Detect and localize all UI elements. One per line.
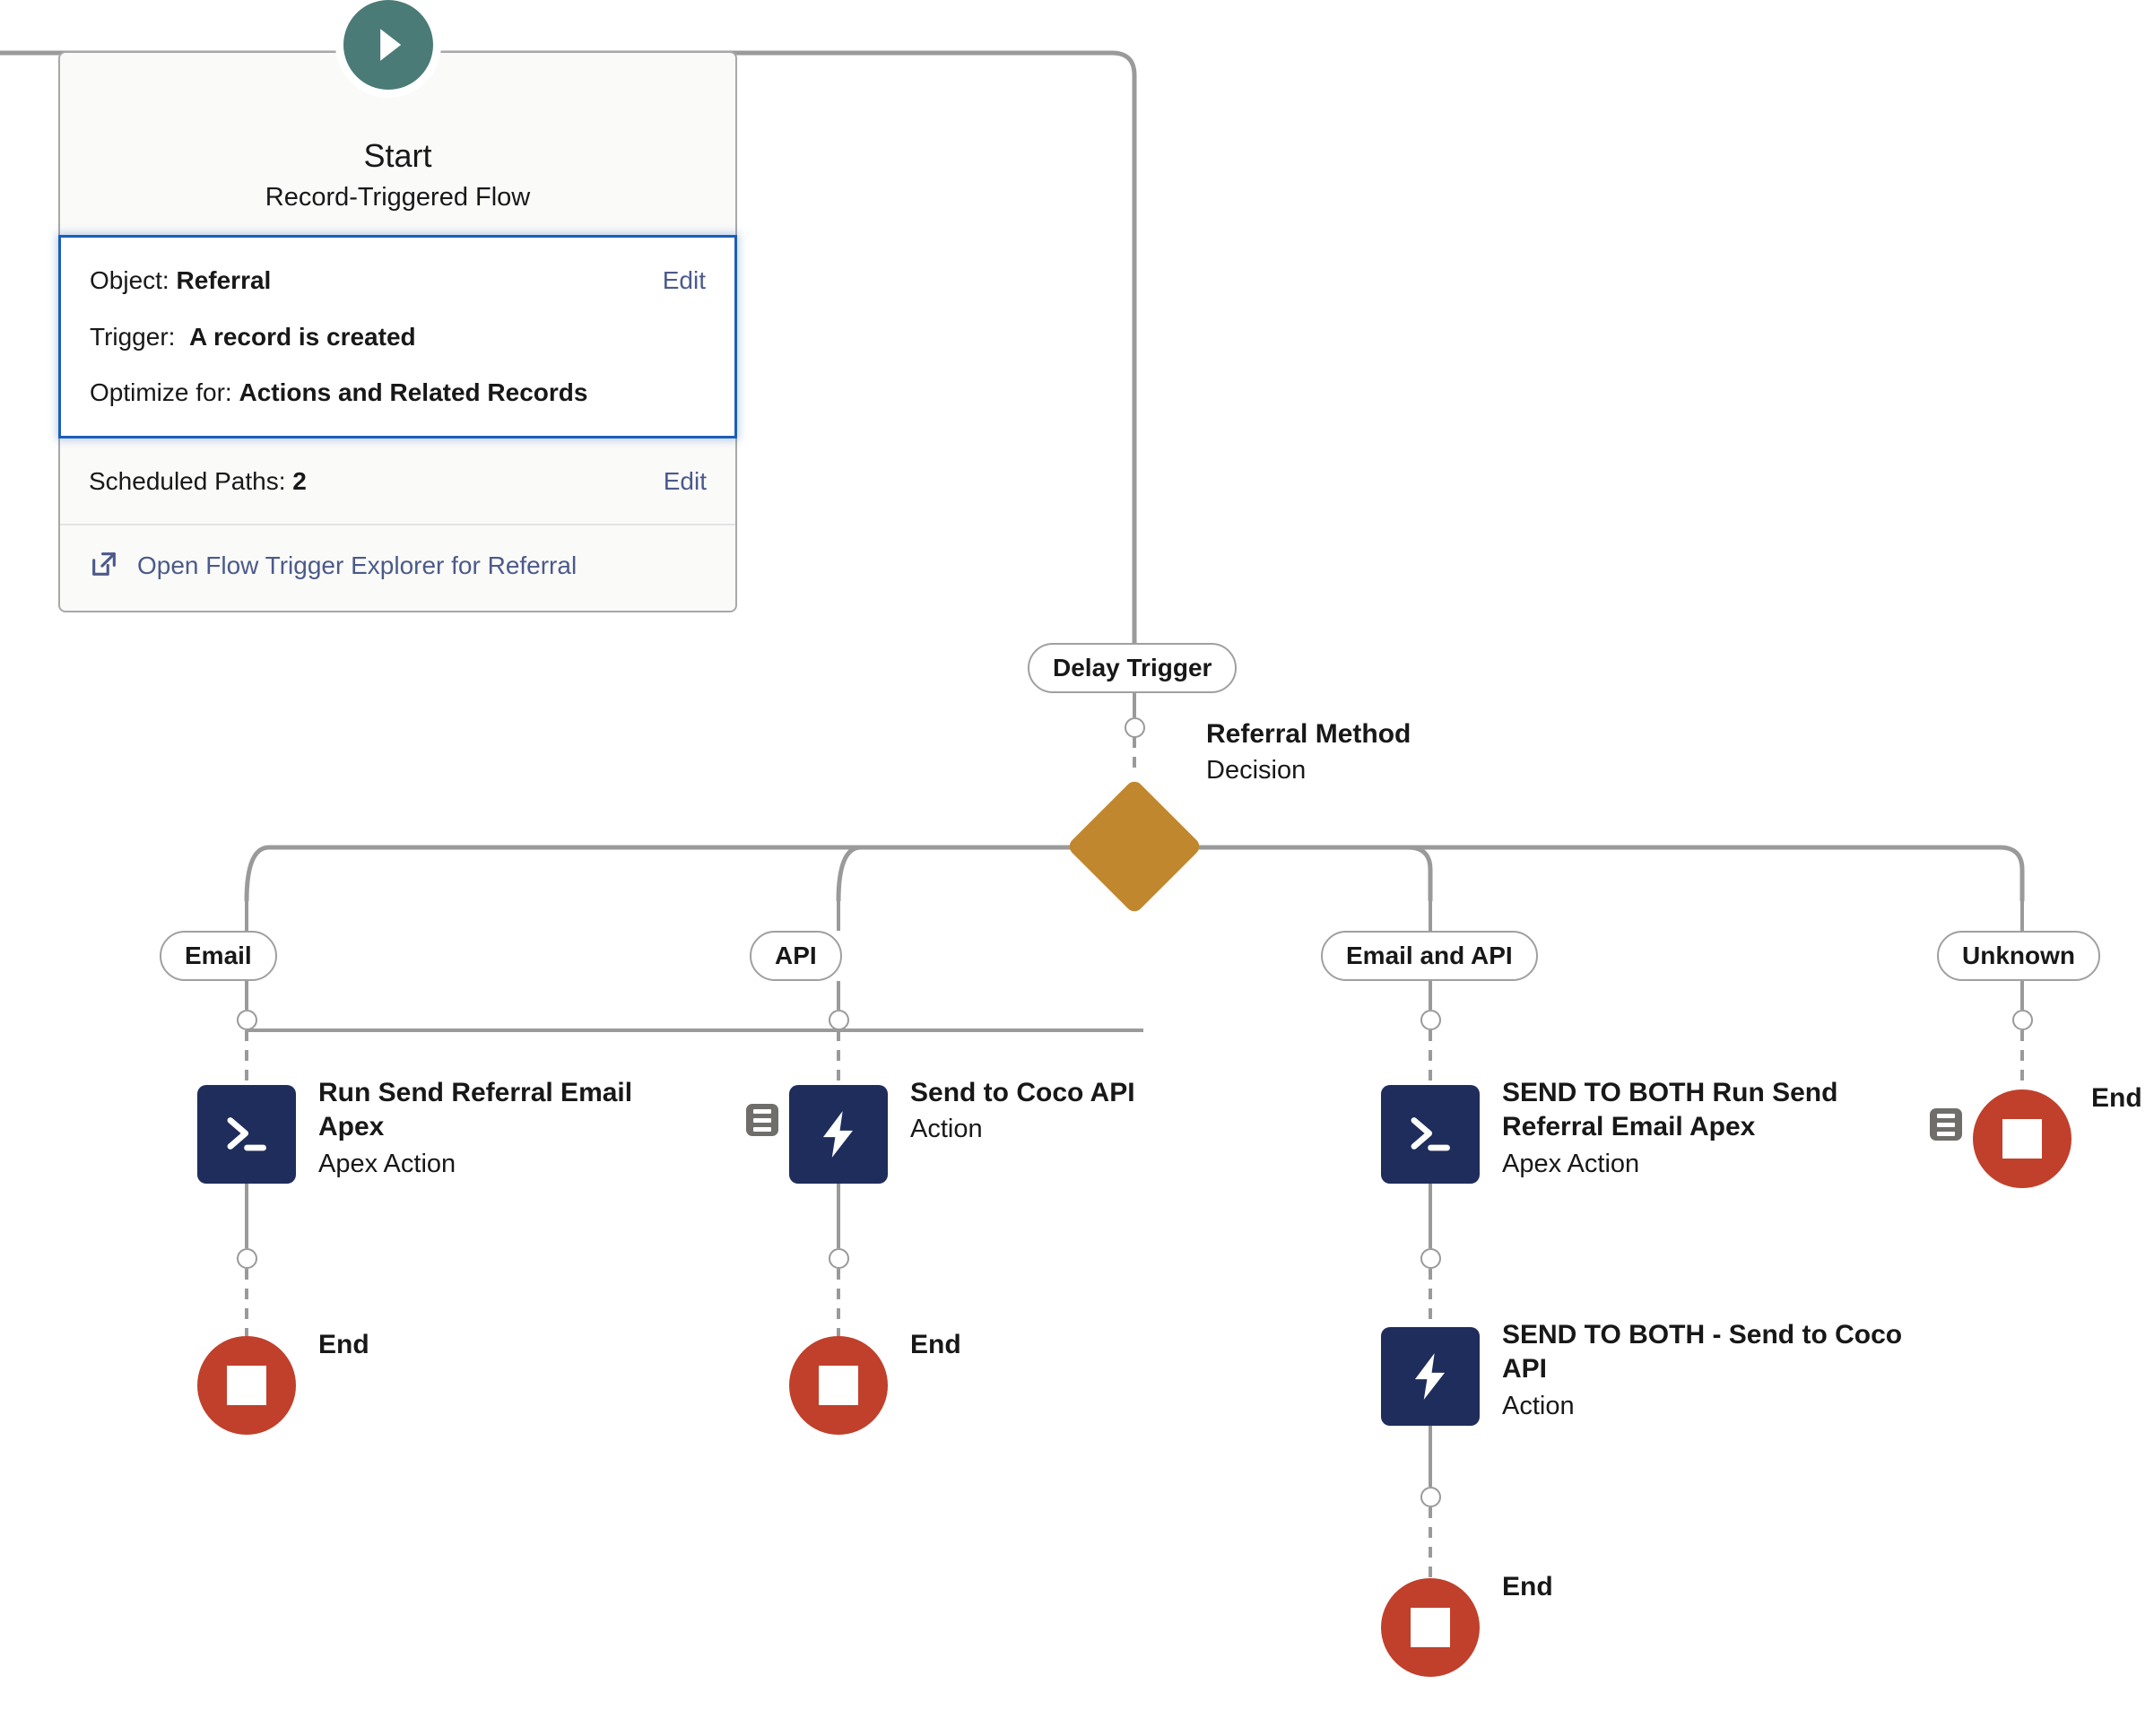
notes-bar bbox=[1937, 1122, 1955, 1127]
trigger-optimize-text: Optimize for: Actions and Related Record… bbox=[90, 377, 587, 409]
connector-dot-api-1[interactable] bbox=[829, 1010, 849, 1030]
trigger-condition-text: Trigger: A record is created bbox=[90, 321, 416, 353]
end-stop-icon bbox=[819, 1366, 858, 1405]
node-label-send-to-both-apex[interactable]: SEND TO BOTH Run Send Referral Email Ape… bbox=[1502, 1076, 1888, 1181]
trigger-optimize-label: Optimize for: bbox=[90, 378, 232, 406]
trigger-row-optimize: Optimize for: Actions and Related Record… bbox=[90, 377, 706, 409]
trigger-condition-value: A record is created bbox=[189, 322, 416, 351]
connector-dot-decision[interactable] bbox=[1125, 717, 1145, 738]
connector-dot-email-1[interactable] bbox=[237, 1010, 257, 1030]
branch-pill-unknown[interactable]: Unknown bbox=[1937, 931, 2100, 981]
action-bolt-icon[interactable] bbox=[789, 1085, 888, 1184]
node-subtitle: Action bbox=[910, 1115, 983, 1144]
connector-dot-unknown-1[interactable] bbox=[2012, 1010, 2033, 1030]
connector-dot-both-1[interactable] bbox=[1420, 1010, 1441, 1030]
end-label-both[interactable]: End bbox=[1502, 1572, 1553, 1601]
notes-badge-icon-api[interactable] bbox=[746, 1104, 778, 1136]
start-node[interactable]: Start Record-Triggered Flow Object: Refe… bbox=[58, 51, 737, 612]
edit-scheduled-paths-link[interactable]: Edit bbox=[663, 467, 707, 496]
end-node-api[interactable] bbox=[789, 1336, 888, 1435]
end-node-unknown[interactable] bbox=[1973, 1089, 2071, 1188]
node-title: SEND TO BOTH Run Send Referral Email Ape… bbox=[1502, 1078, 1838, 1142]
play-triangle-icon bbox=[380, 29, 402, 61]
node-label-send-to-both-coco-api[interactable]: SEND TO BOTH - Send to Coco API Action bbox=[1502, 1318, 1906, 1423]
decision-title: Referral Method bbox=[1206, 719, 1411, 749]
notes-bar bbox=[1937, 1113, 1955, 1118]
scheduled-paths-text: Scheduled Paths: 2 bbox=[89, 465, 307, 498]
external-link-icon bbox=[89, 549, 119, 584]
edit-trigger-link[interactable]: Edit bbox=[662, 266, 706, 295]
end-stop-icon bbox=[2002, 1119, 2042, 1159]
scheduled-paths-label: Scheduled Paths: bbox=[89, 467, 286, 496]
node-label-send-to-coco-api[interactable]: Send to Coco API Action bbox=[910, 1076, 1287, 1147]
notes-bar bbox=[753, 1117, 771, 1123]
delay-trigger-pill[interactable]: Delay Trigger bbox=[1028, 643, 1238, 693]
decision-subtitle: Decision bbox=[1206, 756, 1307, 786]
notes-bar bbox=[753, 1108, 771, 1114]
start-header: Start Record-Triggered Flow bbox=[60, 53, 735, 235]
trigger-config-panel[interactable]: Object: Referral Edit Trigger: A record … bbox=[58, 235, 737, 439]
end-stop-icon bbox=[227, 1366, 266, 1405]
trigger-object-value: Referral bbox=[176, 266, 272, 295]
notes-bar bbox=[1937, 1131, 1955, 1136]
action-bolt-icon[interactable] bbox=[1381, 1327, 1480, 1426]
trigger-condition-label: Trigger: bbox=[90, 322, 176, 351]
node-title: Run Send Referral Email Apex bbox=[318, 1078, 633, 1142]
decision-node[interactable] bbox=[1065, 777, 1203, 916]
notes-bar bbox=[753, 1126, 771, 1132]
trigger-optimize-value: Actions and Related Records bbox=[239, 378, 588, 406]
node-subtitle: Apex Action bbox=[318, 1149, 456, 1178]
end-label-email[interactable]: End bbox=[318, 1330, 369, 1359]
end-stop-icon bbox=[1411, 1608, 1450, 1647]
connector-dot-both-3[interactable] bbox=[1420, 1487, 1441, 1507]
scheduled-paths-row[interactable]: Scheduled Paths: 2 Edit bbox=[60, 438, 735, 525]
node-title: Send to Coco API bbox=[910, 1078, 1135, 1107]
connector-dot-email-2[interactable] bbox=[237, 1248, 257, 1269]
flow-trigger-explorer-row[interactable]: Open Flow Trigger Explorer for Referral bbox=[60, 525, 735, 611]
apex-terminal-icon[interactable] bbox=[1381, 1085, 1480, 1184]
connector-dot-api-2[interactable] bbox=[829, 1248, 849, 1269]
end-node-email[interactable] bbox=[197, 1336, 296, 1435]
end-label-api[interactable]: End bbox=[910, 1330, 961, 1359]
node-title: SEND TO BOTH - Send to Coco API bbox=[1502, 1320, 1903, 1384]
branch-pill-api[interactable]: API bbox=[750, 931, 842, 981]
flow-trigger-explorer-link[interactable]: Open Flow Trigger Explorer for Referral bbox=[137, 551, 578, 580]
trigger-object-label: Object: bbox=[90, 266, 169, 295]
end-label-unknown[interactable]: End bbox=[2091, 1083, 2142, 1113]
scheduled-paths-value: 2 bbox=[292, 467, 307, 496]
start-subtitle: Record-Triggered Flow bbox=[265, 183, 531, 212]
notes-badge-icon-unknown[interactable] bbox=[1930, 1108, 1962, 1141]
trigger-row-object: Object: Referral Edit bbox=[90, 265, 706, 297]
apex-terminal-icon[interactable] bbox=[197, 1085, 296, 1184]
node-subtitle: Apex Action bbox=[1502, 1149, 1640, 1178]
node-label-run-send-referral-email-apex[interactable]: Run Send Referral Email Apex Apex Action bbox=[318, 1076, 695, 1181]
node-subtitle: Action bbox=[1502, 1391, 1575, 1420]
branch-pill-email[interactable]: Email bbox=[160, 931, 277, 981]
start-title: Start bbox=[363, 137, 432, 174]
trigger-object-text: Object: Referral bbox=[90, 265, 271, 297]
trigger-row-trigger: Trigger: A record is created bbox=[90, 321, 706, 353]
end-node-both[interactable] bbox=[1381, 1578, 1480, 1677]
decision-label[interactable]: Referral Method Decision bbox=[1206, 717, 1583, 788]
connector-dot-both-2[interactable] bbox=[1420, 1248, 1441, 1269]
branch-pill-email-and-api[interactable]: Email and API bbox=[1321, 931, 1538, 981]
play-icon[interactable] bbox=[343, 0, 433, 90]
